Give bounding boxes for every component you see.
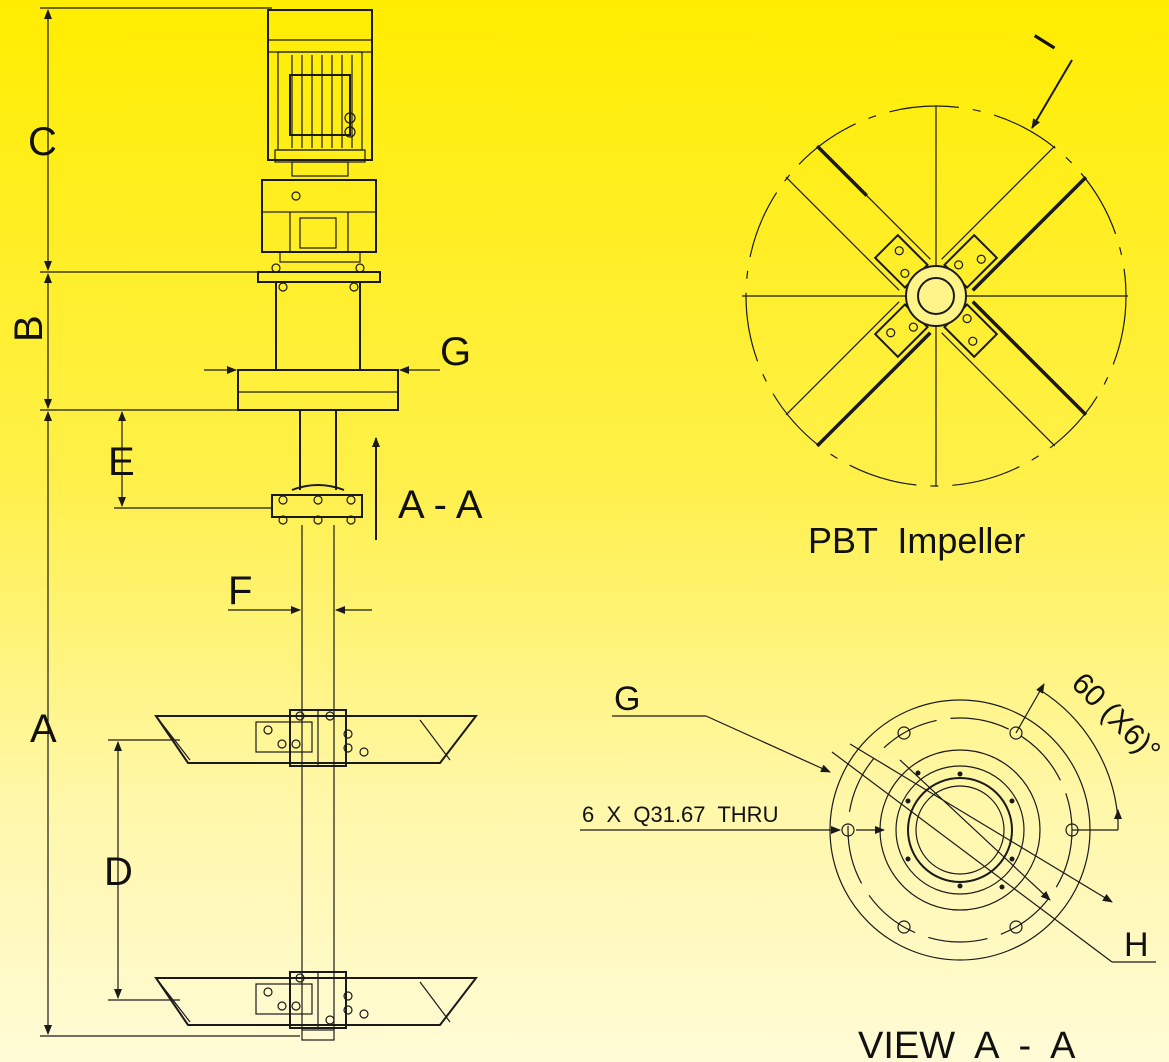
lower-impeller (154, 971, 479, 1029)
dim-label-f: F (228, 569, 252, 613)
shaft (271, 410, 363, 1041)
hole-callout: 6 X Q31.67 THRU (582, 802, 778, 827)
dim-label-c: C (28, 120, 57, 164)
detail-callout: I (1027, 28, 1064, 56)
pbt-impeller-view: I PBT Impeller (742, 28, 1128, 561)
dim-label-g-elevation: G (440, 330, 471, 374)
view-a-a: 60 (X6)° G H 6 X Q31.67 THRU VIEW A - A (580, 667, 1166, 1062)
agitator-elevation (154, 9, 479, 1041)
dim-label-e: E (108, 440, 135, 484)
angle-callout: 60 (X6)° (1065, 667, 1166, 768)
dim-label-b: B (7, 315, 51, 342)
view-caption: VIEW A - A (858, 1025, 1076, 1062)
dimension-labels: C B G E A - A F A D (7, 120, 483, 894)
section-marker: A - A (398, 483, 483, 527)
impeller-caption: PBT Impeller (808, 520, 1025, 561)
dim-label-h: H (1124, 926, 1149, 964)
dim-label-d: D (104, 850, 133, 894)
gearbox (261, 179, 377, 273)
dim-label-g-view: G (614, 680, 640, 718)
dimension-lines (40, 7, 440, 1037)
dim-label-a: A (30, 707, 57, 751)
lantern-housing (237, 271, 399, 411)
motor (267, 9, 373, 177)
upper-impeller (154, 709, 479, 767)
